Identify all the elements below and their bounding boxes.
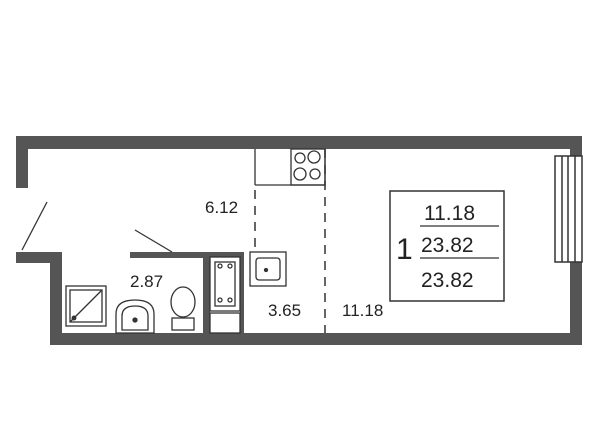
washbasin-icon [115, 299, 155, 334]
wall-right-upper [570, 136, 582, 156]
shower-icon [65, 285, 107, 327]
wall-bathroom-top [130, 252, 206, 258]
wall-left-upper [16, 136, 28, 188]
utility-shaft [209, 256, 241, 334]
total-area-value: 23.82 [421, 234, 474, 257]
kitchen-sink-icon [249, 251, 287, 287]
wall-top [16, 136, 582, 149]
toilet-icon [170, 286, 196, 331]
wall-entry-stub [16, 252, 62, 263]
hall-area-label: 6.12 [205, 198, 238, 217]
wall-shaft-top [203, 252, 244, 257]
walls [16, 136, 582, 345]
bathroom-door [134, 229, 173, 253]
living-room-area-label: 11.18 [342, 301, 383, 320]
room-count: 1 [396, 233, 413, 266]
zone-dividers [254, 149, 326, 333]
area-summary-box: 1 11.18 23.82 23.82 [389, 190, 505, 302]
bathroom-area-label: 2.87 [130, 272, 163, 291]
total-area-with-balcony-value: 23.82 [421, 269, 474, 292]
window [554, 155, 583, 263]
living-area-value: 11.18 [424, 202, 475, 225]
kitchen-area-label: 3.65 [268, 301, 301, 320]
wall-bottom [50, 333, 582, 345]
wall-right-lower [570, 262, 582, 345]
entrance-door [21, 201, 48, 251]
stove-icon [290, 148, 326, 186]
wall-shaft-right [240, 252, 244, 345]
wall-left-lower [50, 252, 62, 345]
wall-bathroom-right [203, 252, 210, 345]
